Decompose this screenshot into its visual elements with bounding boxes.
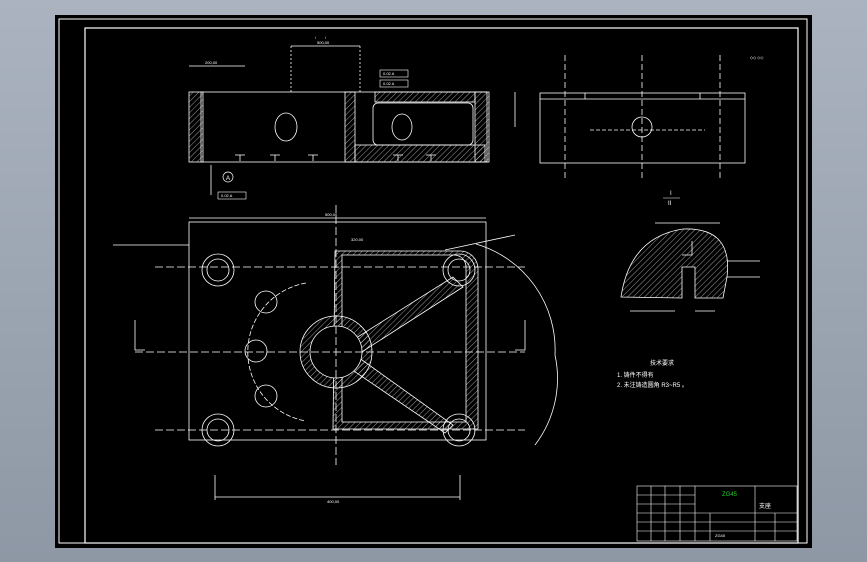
title-material: ZG45 [715,533,726,538]
title-drawing-name: 支座 [759,502,771,510]
plan-dim-bottom: 400,00 [327,499,340,504]
note-2: 2. 未注铸造圆角 R3~R5 。 [617,381,688,389]
notes-title: 技术要求 [650,359,674,367]
cad-drawing: 200,00 500,00 / / 0.02 A 0.02 A 0.02 A A… [58,18,808,544]
side-annotation: ◇◇ ◇◇ [750,55,764,60]
title-material-top: ZG45 [722,492,738,498]
datum-label: A [226,176,230,182]
tolerance-frame-1: 0.02 A [383,71,395,76]
front-dim-top: 500,00 [317,40,330,45]
front-section-label: / / [315,35,327,40]
plan-dim-rib: 320,00 [351,237,364,242]
front-dim-top-left: 200,00 [205,60,218,65]
technical-notes: 技术要求 1. 铸件不得有 2. 未注铸造圆角 R3~R5 。 [617,359,688,389]
detail-label-top: I [670,191,672,197]
title-block [636,485,798,542]
note-1: 1. 铸件不得有 [617,371,654,379]
datum-circle [222,171,234,183]
detail-view [620,222,760,312]
inner-border [84,27,799,544]
front-section-view [188,45,516,195]
plan-view [113,205,558,500]
detail-label-bottom: II [668,201,672,207]
side-view [539,55,746,180]
tolerance-frames: 0.02 A 0.02 A 0.02 A [217,69,409,200]
drawing-sheet: 200,00 500,00 / / 0.02 A 0.02 A 0.02 A A… [55,15,812,548]
plan-dim-top: 500,00 [325,212,338,217]
tolerance-frame-2: 0.02 A [383,81,395,86]
tolerance-frame-3: 0.02 A [221,193,233,198]
